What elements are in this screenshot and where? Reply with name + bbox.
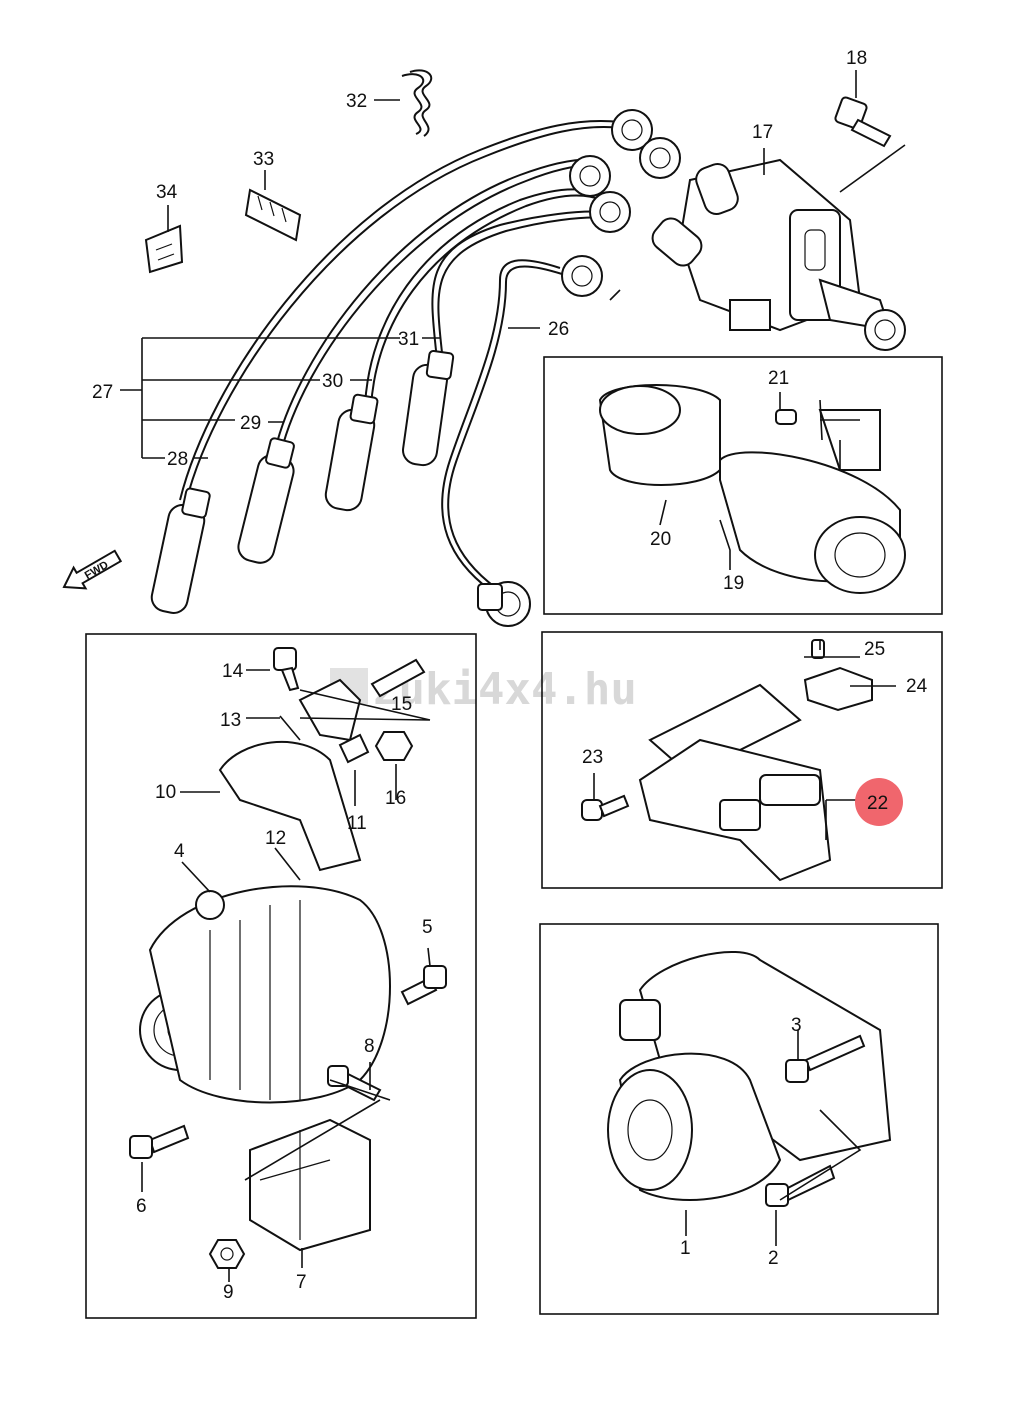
callout-24[interactable]: 24	[906, 676, 928, 697]
callout-9[interactable]: 9	[223, 1282, 234, 1303]
callout-1[interactable]: 1	[680, 1238, 691, 1259]
callout-15[interactable]: 15	[391, 694, 412, 715]
ignition-coil-frame	[543, 356, 943, 615]
callout-4[interactable]: 4	[174, 841, 185, 862]
starter-motor	[607, 951, 892, 1207]
fwd-label: FWD	[83, 559, 111, 582]
ignition-coil	[598, 384, 906, 594]
igniter-module	[581, 639, 873, 882]
callout-19[interactable]: 19	[723, 573, 744, 594]
callout-14[interactable]: 14	[222, 661, 244, 682]
callout-6[interactable]: 6	[136, 1196, 147, 1217]
callout-7[interactable]: 7	[296, 1272, 307, 1293]
callout-3[interactable]: 3	[791, 1015, 802, 1036]
alternator-assembly	[129, 647, 447, 1269]
callout-18[interactable]: 18	[846, 48, 867, 69]
callout-26[interactable]: 26	[548, 319, 569, 340]
alternator-frame	[85, 633, 477, 1319]
igniter-frame	[541, 631, 943, 889]
callout-30[interactable]: 30	[322, 371, 343, 392]
callout-31[interactable]: 31	[398, 329, 419, 350]
callout-17[interactable]: 17	[752, 122, 773, 143]
starter-frame	[539, 923, 939, 1315]
highlight-marker	[855, 778, 903, 826]
callout-29[interactable]: 29	[240, 413, 261, 434]
callout-2[interactable]: 2	[768, 1248, 779, 1269]
callout-16[interactable]: 16	[385, 788, 406, 809]
callout-23[interactable]: 23	[582, 747, 603, 768]
callout-21[interactable]: 21	[768, 368, 789, 389]
callout-22[interactable]: 22	[867, 793, 888, 814]
callout-34[interactable]: 34	[156, 182, 178, 203]
distributor	[651, 96, 906, 351]
callout-13[interactable]: 13	[220, 710, 241, 731]
callout-33[interactable]: 33	[253, 149, 274, 170]
callouts: 1 2 3 4 5 6 7 8 9 10 11 12 13 14 15 16 1…	[92, 48, 928, 1303]
fwd-arrow-icon: FWD	[62, 549, 123, 590]
callout-11[interactable]: 11	[347, 813, 367, 834]
callout-28[interactable]: 28	[167, 449, 188, 470]
callout-12[interactable]: 12	[265, 828, 286, 849]
callout-27[interactable]: 27	[92, 382, 113, 403]
callout-8[interactable]: 8	[364, 1036, 375, 1057]
callout-5[interactable]: 5	[422, 917, 433, 938]
callout-20[interactable]: 20	[650, 529, 671, 550]
callout-25[interactable]: 25	[864, 639, 885, 660]
spark-plug-wires	[150, 109, 681, 627]
callout-10[interactable]: 10	[155, 782, 176, 803]
wire-clips	[144, 69, 433, 274]
leader-lines	[120, 70, 906, 1282]
callout-32[interactable]: 32	[346, 91, 367, 112]
